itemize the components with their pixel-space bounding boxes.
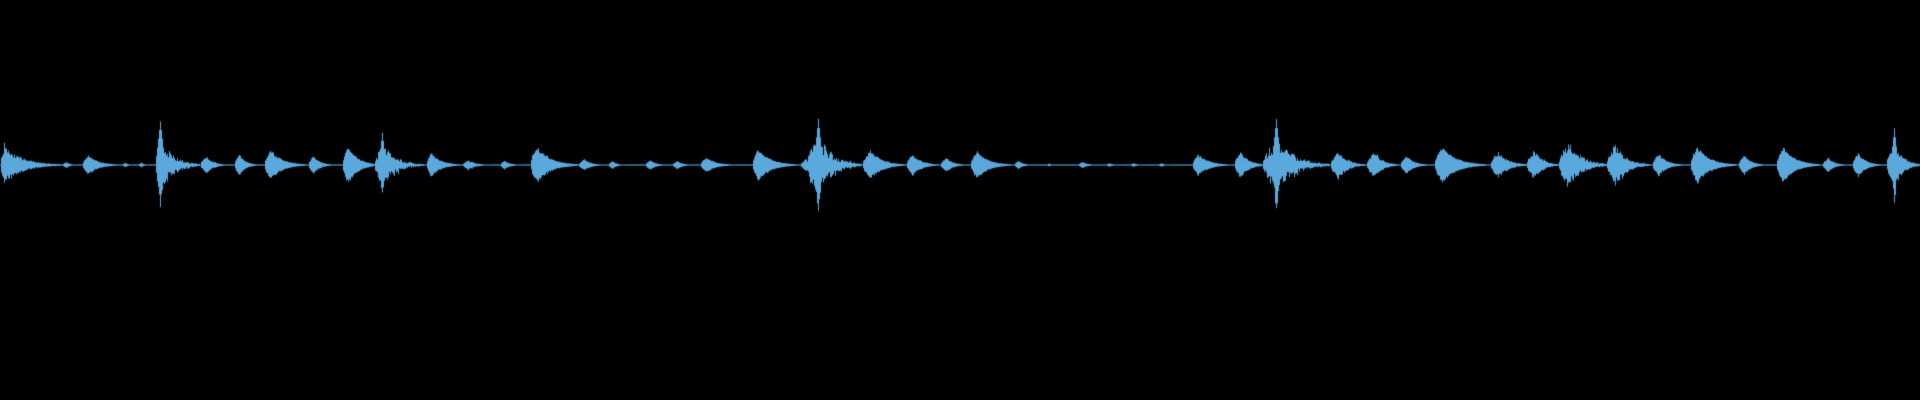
audio-waveform-viewer[interactable]: [0, 0, 1920, 400]
waveform-canvas[interactable]: [0, 0, 1920, 400]
